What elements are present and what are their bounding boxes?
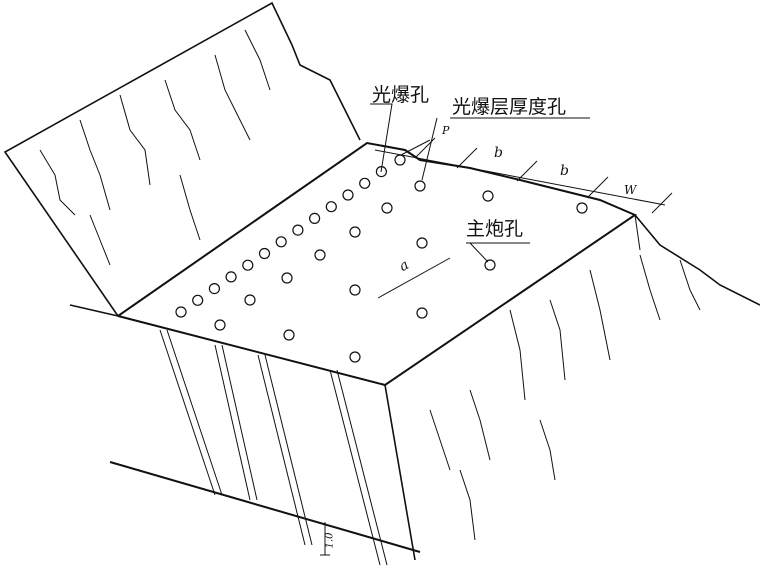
rock-crack-line (179, 174, 201, 241)
dimension-tick (587, 176, 609, 198)
smooth-blast-hole (242, 259, 254, 271)
rock-crack-line (429, 409, 451, 471)
back-slope-outline (3, 1, 361, 317)
layer-thickness-hole (314, 249, 326, 261)
layer-thickness-hole (482, 190, 494, 202)
main-blast-hole (349, 351, 361, 363)
smooth-blast-hole (325, 201, 337, 213)
leader-layer-hole (421, 117, 438, 181)
leader-smooth-hole (370, 103, 393, 173)
dimension-tick (651, 192, 673, 214)
borehole-line (264, 354, 313, 546)
depth-dimension (320, 522, 330, 556)
smooth-blast-hole (292, 224, 304, 236)
smooth-blast-hole-label: 光爆孔 (372, 84, 430, 106)
dimension-tick (516, 160, 538, 182)
main-blast-hole (416, 237, 428, 249)
borehole-line (221, 344, 258, 501)
smooth-blast-hole (394, 154, 406, 166)
smooth-blast-hole (225, 271, 237, 283)
main-blast-hole (484, 259, 496, 271)
layer-thickness-hole (281, 272, 293, 284)
main-blast-hole-label: 主炮孔 (466, 218, 524, 240)
dimension-a-line (377, 257, 451, 299)
borehole-line (166, 329, 223, 496)
rock-crack-line (679, 259, 701, 311)
main-blast-hole (349, 284, 361, 296)
dim-b1: b (494, 145, 503, 161)
leader-main-hole (469, 242, 489, 263)
main-blast-hole (416, 307, 428, 319)
smooth-blast-hole (192, 294, 204, 306)
dim-b2: b (560, 163, 569, 179)
rock-crack-line (639, 254, 661, 321)
smooth-blast-hole (175, 306, 187, 318)
layer-thickness-hole (576, 202, 588, 214)
smooth-blast-hole (342, 189, 354, 201)
dimension-tick (414, 137, 436, 159)
smooth-blast-hole (275, 236, 287, 248)
smooth-blast-hole (359, 177, 371, 189)
rock-crack-line (459, 469, 476, 541)
layer-thickness-hole (414, 180, 426, 192)
smooth-blast-hole (208, 283, 220, 295)
main-blast-hole (283, 329, 295, 341)
leader-layer-hole-2 (400, 139, 431, 156)
rock-crack-line (469, 389, 491, 461)
rock-crack-line (89, 214, 111, 266)
borehole-line (257, 354, 306, 546)
layer-thickness-hole (214, 319, 226, 331)
layer-thickness-hole (381, 202, 393, 214)
rock-crack-line (549, 299, 566, 381)
layer-thickness-hole (244, 294, 256, 306)
borehole-line (329, 369, 381, 566)
smooth-blast-layer-hole-label: 光爆层厚度孔 (452, 96, 567, 118)
dim-w: W (624, 183, 637, 197)
rock-crack-line (79, 119, 111, 211)
borehole-line (159, 329, 216, 496)
rock-crack-line (119, 94, 151, 186)
smooth-blast-hole (309, 212, 321, 224)
rock-crack-line (214, 54, 251, 141)
rock-crack-line (539, 419, 556, 481)
rock-crack-line (244, 29, 271, 91)
dimension-tick (456, 147, 478, 169)
top-face-outline (117, 141, 638, 387)
right-face-outline (634, 214, 760, 306)
dim-p: P (442, 124, 450, 137)
borehole-line (336, 369, 388, 566)
rock-crack-line (589, 269, 611, 361)
rock-crack-line (164, 79, 201, 161)
smooth-blast-hole (258, 247, 271, 260)
layer-thickness-hole (349, 226, 361, 238)
rock-crack-line (39, 149, 76, 216)
rock-crack-line (509, 309, 526, 401)
borehole-line (214, 344, 251, 501)
dim-depth: 1.0 (324, 532, 336, 549)
